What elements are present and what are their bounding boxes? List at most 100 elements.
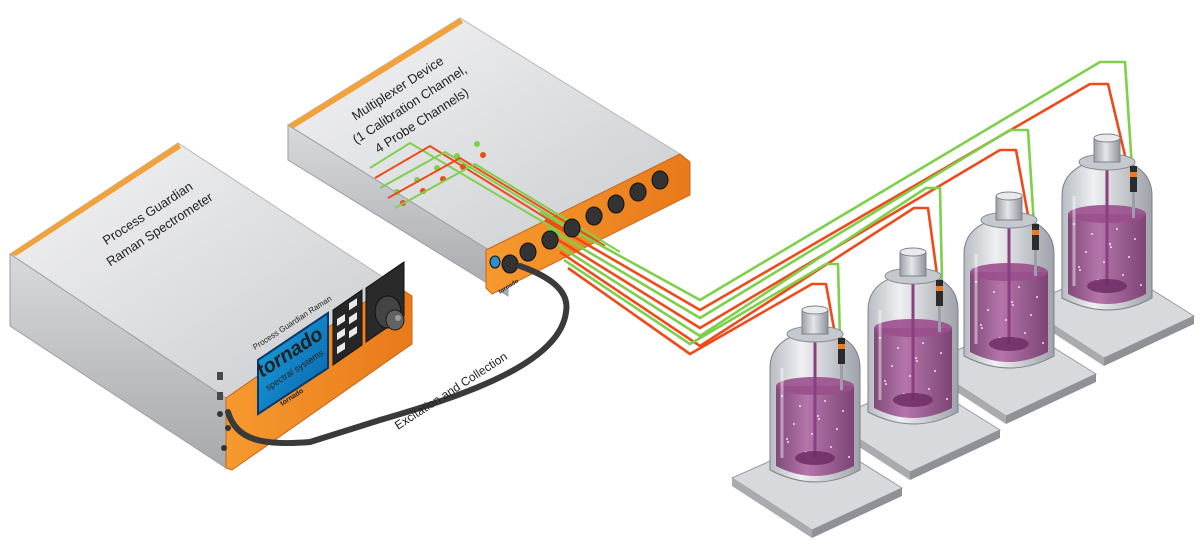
tank-bubble [883, 379, 887, 383]
multiplexer-connectors [489, 170, 669, 274]
tank-lid-cap-top [995, 191, 1023, 201]
tank-bubble [786, 440, 790, 444]
tank-bubble [908, 374, 912, 378]
tank-bubble [980, 326, 984, 330]
tank-raman-probe [936, 280, 943, 306]
tank-bubble [1035, 295, 1039, 299]
tank-bubble [817, 417, 821, 421]
tank-bubble [823, 399, 827, 403]
tank-bubble [1090, 232, 1094, 236]
tank-bubble [1102, 260, 1106, 264]
raman-spectrometer: tornado spectral systems Process Guardia… [9, 142, 413, 471]
multiplexer-top-edge [288, 18, 463, 128]
tank-lid-cap-top [1093, 133, 1121, 143]
tank-impeller-blade [989, 337, 1029, 351]
bioreactor-tank-1 [730, 305, 904, 538]
tank-bubble [847, 455, 851, 459]
bioreactor-tank-4 [1022, 133, 1196, 366]
tank-bubble [1041, 341, 1045, 345]
tank-bubble [1078, 268, 1082, 272]
tank-bubble [1127, 255, 1131, 259]
tank-bubble [1077, 265, 1081, 269]
tank-bubble [878, 336, 882, 340]
tank-bubble [798, 404, 802, 408]
tank-lid-cap-top [899, 247, 927, 257]
fibre-green-ch1 [563, 258, 842, 346]
tank-bubble [829, 445, 833, 449]
bioreactor-tanks [730, 133, 1196, 538]
fibre-red-ch4 [544, 82, 1130, 312]
tank-impeller-blade [893, 393, 933, 407]
multiplexer-side [287, 124, 509, 297]
cable-label: Excitation and Collection [392, 349, 510, 432]
tank-base-edge [1104, 316, 1194, 366]
fibre-green-ch3 [547, 128, 1036, 320]
tank-bubble [1072, 222, 1076, 226]
tank-bubble [810, 432, 814, 436]
tank-bubble [939, 351, 943, 355]
tank-bubble [1029, 313, 1033, 317]
tank-bubble [914, 356, 918, 360]
fibre-green-ch2 [555, 186, 944, 338]
tank-raman-probe-shaft [1034, 250, 1037, 276]
tank-bubble [780, 394, 784, 398]
fibre-bundle [539, 60, 1134, 356]
tank-bubble [1023, 331, 1027, 335]
fibre-red-ch3 [551, 148, 1032, 330]
tank-raman-probe [838, 338, 845, 364]
tank-bubble [896, 346, 900, 350]
tank-bubble [1139, 283, 1143, 287]
tank-bubble [884, 382, 888, 386]
tank-bubble [1108, 242, 1112, 246]
tank-raman-probe-band [1032, 230, 1039, 235]
tank-bubble [974, 280, 978, 284]
multiplexer-internal-fibres [369, 141, 621, 253]
tank-raman-probe [1130, 166, 1137, 192]
spectrometer-ports [217, 372, 231, 451]
tank-bubble [945, 397, 949, 401]
tank-bubble [890, 364, 894, 368]
tank-bubble [1004, 318, 1008, 322]
tank-bubble [835, 427, 839, 431]
tank-bubble [1011, 303, 1015, 307]
tank-bubble [1109, 245, 1113, 249]
tank-impeller-blade [795, 451, 835, 465]
tank-bubble [816, 414, 820, 418]
tank-base-edge [1006, 374, 1096, 424]
tank-bubble [1010, 300, 1014, 304]
tank-raman-probe-band [936, 286, 943, 291]
bioreactor-tank-2 [828, 247, 1002, 480]
tank-bubble [1121, 273, 1125, 277]
tank-bubble [979, 323, 983, 327]
tank-raman-probe-shaft [938, 306, 941, 332]
tank-bubble [785, 437, 789, 441]
tank-base-edge [910, 430, 1000, 480]
spectrometer-keypad [332, 289, 363, 366]
tank-bubble [915, 359, 919, 363]
fibre-red-ch2 [559, 206, 940, 348]
tank-bubble [933, 369, 937, 373]
tank-raman-probe-shaft [1132, 192, 1135, 218]
tank-bubble [927, 387, 931, 391]
tank-raman-probe-band [838, 344, 845, 349]
spectrometer-top-edge [10, 143, 181, 256]
tank-bubble [1017, 285, 1021, 289]
tank-raman-probe-band [1130, 172, 1137, 177]
tank-bubble [792, 422, 796, 426]
tank-raman-probe-shaft [840, 364, 843, 390]
fibre-red-ch1 [567, 266, 838, 356]
tank-base-edge [732, 478, 812, 538]
spectrometer-control-knob [365, 261, 405, 343]
tank-base-edge [812, 488, 902, 538]
tank-raman-probe [1032, 224, 1039, 250]
tank-bubble [921, 341, 925, 345]
tank-bubble [841, 409, 845, 413]
spectrometer-screen [257, 311, 329, 416]
multiplexer-device: tornado Multiplexer Device (1 Calibratio… [287, 17, 691, 297]
tank-bubble [1133, 237, 1137, 241]
tank-lid-cap-top [801, 305, 829, 315]
tank-bubble [1084, 250, 1088, 254]
tank-bubble [986, 308, 990, 312]
bioreactor-tank-3 [924, 191, 1098, 424]
fibre-green-ch4 [539, 60, 1134, 302]
